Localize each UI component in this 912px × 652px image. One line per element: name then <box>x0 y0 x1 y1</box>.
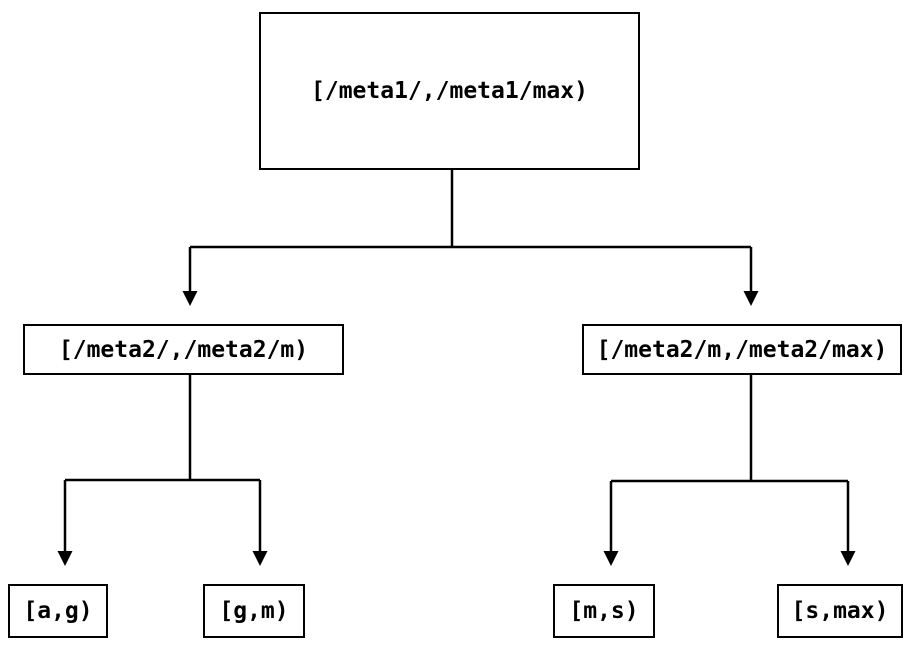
arrowhead-leaf-a-g-icon <box>57 551 73 566</box>
arrowhead-meta2-right-icon <box>743 291 759 306</box>
node-leaf-range-m-s: [m,s) <box>553 584 655 638</box>
node-meta2-left-range: [/meta2/,/meta2/m) <box>23 324 344 375</box>
arrowhead-meta2-left-icon <box>182 291 198 306</box>
arrowhead-leaf-m-s-icon <box>603 551 619 566</box>
arrowhead-leaf-s-max-icon <box>840 551 856 566</box>
node-meta2-right-range: [/meta2/m,/meta2/max) <box>582 324 902 375</box>
arrowhead-leaf-g-m-icon <box>252 551 268 566</box>
node-leaf-range-a-g: [a,g) <box>8 584 108 638</box>
node-leaf-range-g-m: [g,m) <box>203 584 305 638</box>
node-root-meta1-range: [/meta1/,/meta1/max) <box>259 12 640 170</box>
node-leaf-range-s-max: [s,max) <box>777 584 903 638</box>
